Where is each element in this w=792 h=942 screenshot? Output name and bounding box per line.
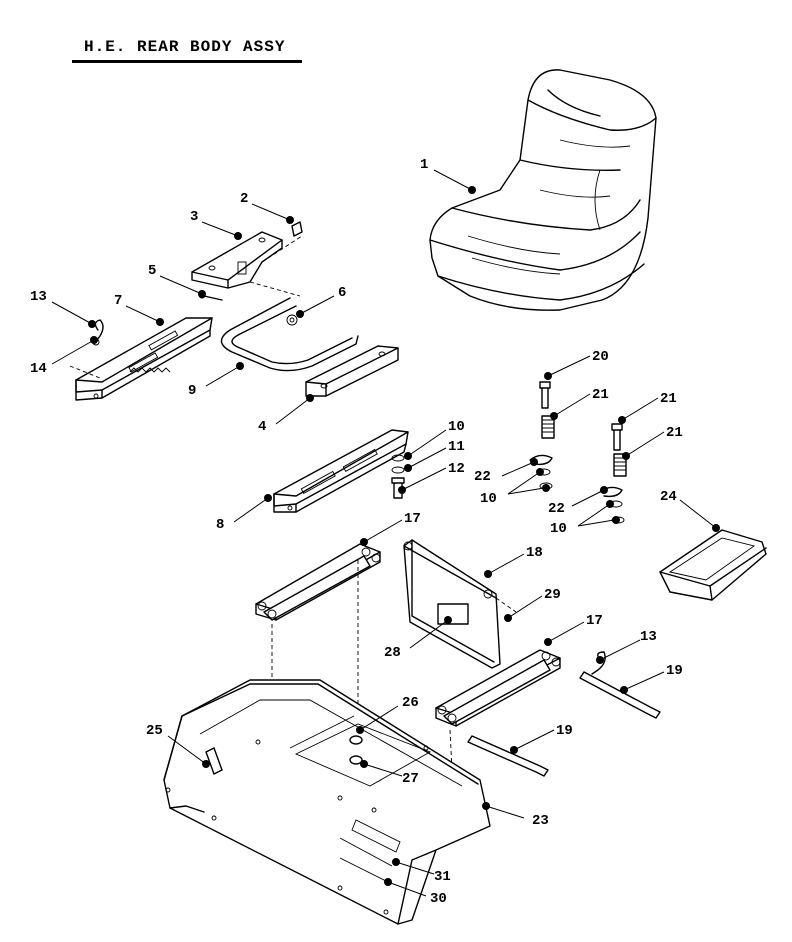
callout-17-bottom: 17 — [586, 613, 603, 629]
back-plate-part-18 — [403, 539, 517, 669]
callout-6: 6 — [338, 285, 346, 301]
callout-13-right: 13 — [640, 629, 657, 645]
seat-bracket-part — [191, 221, 303, 297]
callout-12: 12 — [448, 461, 465, 477]
callout-27: 27 — [402, 771, 419, 787]
hinge-bracket-left-17 — [255, 543, 381, 621]
diagram-title: H.E. REAR BODY ASSY — [84, 38, 286, 56]
callout-3: 3 — [190, 209, 198, 225]
callout-1: 1 — [420, 157, 428, 173]
callout-9: 9 — [188, 383, 196, 399]
callout-2: 2 — [240, 191, 248, 207]
callout-10-top: 10 — [448, 419, 465, 435]
callout-29: 29 — [544, 587, 561, 603]
slider-block-part-4 — [305, 345, 399, 397]
hinge-bracket-right-17 — [435, 649, 561, 727]
callout-14: 14 — [30, 361, 47, 377]
callout-leaders — [51, 169, 720, 897]
callout-19-right: 19 — [666, 663, 683, 679]
callout-23: 23 — [532, 813, 549, 829]
callout-31: 31 — [434, 869, 451, 885]
pins-part-19 — [467, 651, 661, 777]
callout-5: 5 — [148, 263, 156, 279]
callout-26: 26 — [402, 695, 419, 711]
callout-10-right: 10 — [550, 521, 567, 537]
callout-24: 24 — [660, 489, 677, 505]
callout-4: 4 — [258, 419, 266, 435]
callout-22-left: 22 — [474, 469, 491, 485]
seat-part — [429, 69, 657, 311]
callout-13-top: 13 — [30, 289, 47, 305]
slide-rail-part-8 — [273, 429, 409, 513]
callout-labels: 1 2 3 5 6 7 13 14 9 4 10 11 12 8 20 21 2… — [30, 157, 683, 907]
callout-28: 28 — [384, 645, 401, 661]
title-underline — [72, 60, 302, 63]
body-panel-part-23 — [163, 679, 491, 925]
callout-19-bottom: 19 — [556, 723, 573, 739]
slide-rail-part-7 — [69, 317, 213, 401]
tray-part-24 — [659, 529, 767, 601]
rod-part-9 — [220, 297, 359, 372]
callout-18: 18 — [526, 545, 543, 561]
callout-8: 8 — [216, 517, 224, 533]
callout-21-right-top: 21 — [660, 391, 677, 407]
callout-7: 7 — [114, 293, 122, 309]
callout-20: 20 — [592, 349, 609, 365]
shock-assembly-left — [529, 381, 555, 490]
callout-17-top: 17 — [404, 511, 421, 527]
callout-25: 25 — [146, 723, 163, 739]
callout-10-left: 10 — [480, 491, 497, 507]
callout-21-left: 21 — [592, 387, 609, 403]
callout-11: 11 — [448, 439, 465, 455]
callout-21-right: 21 — [666, 425, 683, 441]
callout-22-right: 22 — [548, 501, 565, 517]
callout-30: 30 — [430, 891, 447, 907]
